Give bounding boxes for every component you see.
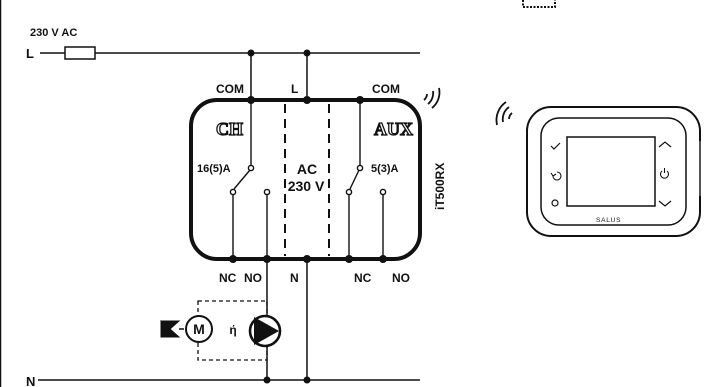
channel-ch-label: CH <box>216 119 243 139</box>
thermostat-brand-logo: SALUS <box>596 217 621 224</box>
terminal-no-right: NO <box>392 271 410 285</box>
thermostat-wireless-icon <box>495 101 513 126</box>
terminal-com-right: COM <box>372 82 400 96</box>
pump-efficiency-symbol: ή <box>229 323 236 337</box>
channel-aux-label: AUX <box>374 119 413 139</box>
terminal-dot-nc-left <box>229 255 237 263</box>
terminal-com-left: COM <box>216 82 244 96</box>
internal-supply-line1: AC <box>297 161 317 177</box>
terminal-dot-nc-right <box>345 255 353 263</box>
motor-label: M <box>193 321 205 337</box>
live-line: L 230 V AC <box>26 27 420 61</box>
terminal-nc-left: NC <box>219 271 237 285</box>
up-chevron-icon <box>658 141 672 148</box>
down-chevron-icon <box>658 200 672 207</box>
terminal-no-left: NO <box>244 271 262 285</box>
pump-assembly: M ή <box>160 300 282 361</box>
terminal-dot-no-right <box>379 255 387 263</box>
circle-icon <box>551 199 559 207</box>
neutral-line-label: N <box>26 374 35 387</box>
terminal-nc-right: NC <box>354 271 372 285</box>
check-icon <box>550 142 561 150</box>
power-icon <box>659 168 670 179</box>
internal-supply-line2: 230 V <box>288 178 325 194</box>
relay-switch-aux <box>345 100 387 259</box>
motor-icon <box>185 315 213 343</box>
thermostat-screen <box>566 136 656 207</box>
relay-wireless-icon <box>423 87 441 109</box>
return-icon <box>550 171 562 181</box>
fuse <box>64 46 96 60</box>
terminal-n: N <box>290 271 299 285</box>
thermostat-device: SALUS <box>495 101 701 237</box>
terminal-dot-l <box>303 96 311 104</box>
live-line-label: L <box>26 46 34 61</box>
neutral-line: N <box>26 374 420 387</box>
channel-ch-rating: 16(5)A <box>197 163 231 175</box>
relay-model-label: iT500RX <box>433 163 447 210</box>
terminal-l: L <box>291 82 298 96</box>
supply-voltage-label: 230 V AC <box>30 27 77 39</box>
corner-fragment <box>522 0 556 8</box>
pump-triangle <box>254 317 279 345</box>
relay-switch-ch <box>229 100 271 259</box>
channel-aux-rating: 5(3)A <box>371 163 399 175</box>
